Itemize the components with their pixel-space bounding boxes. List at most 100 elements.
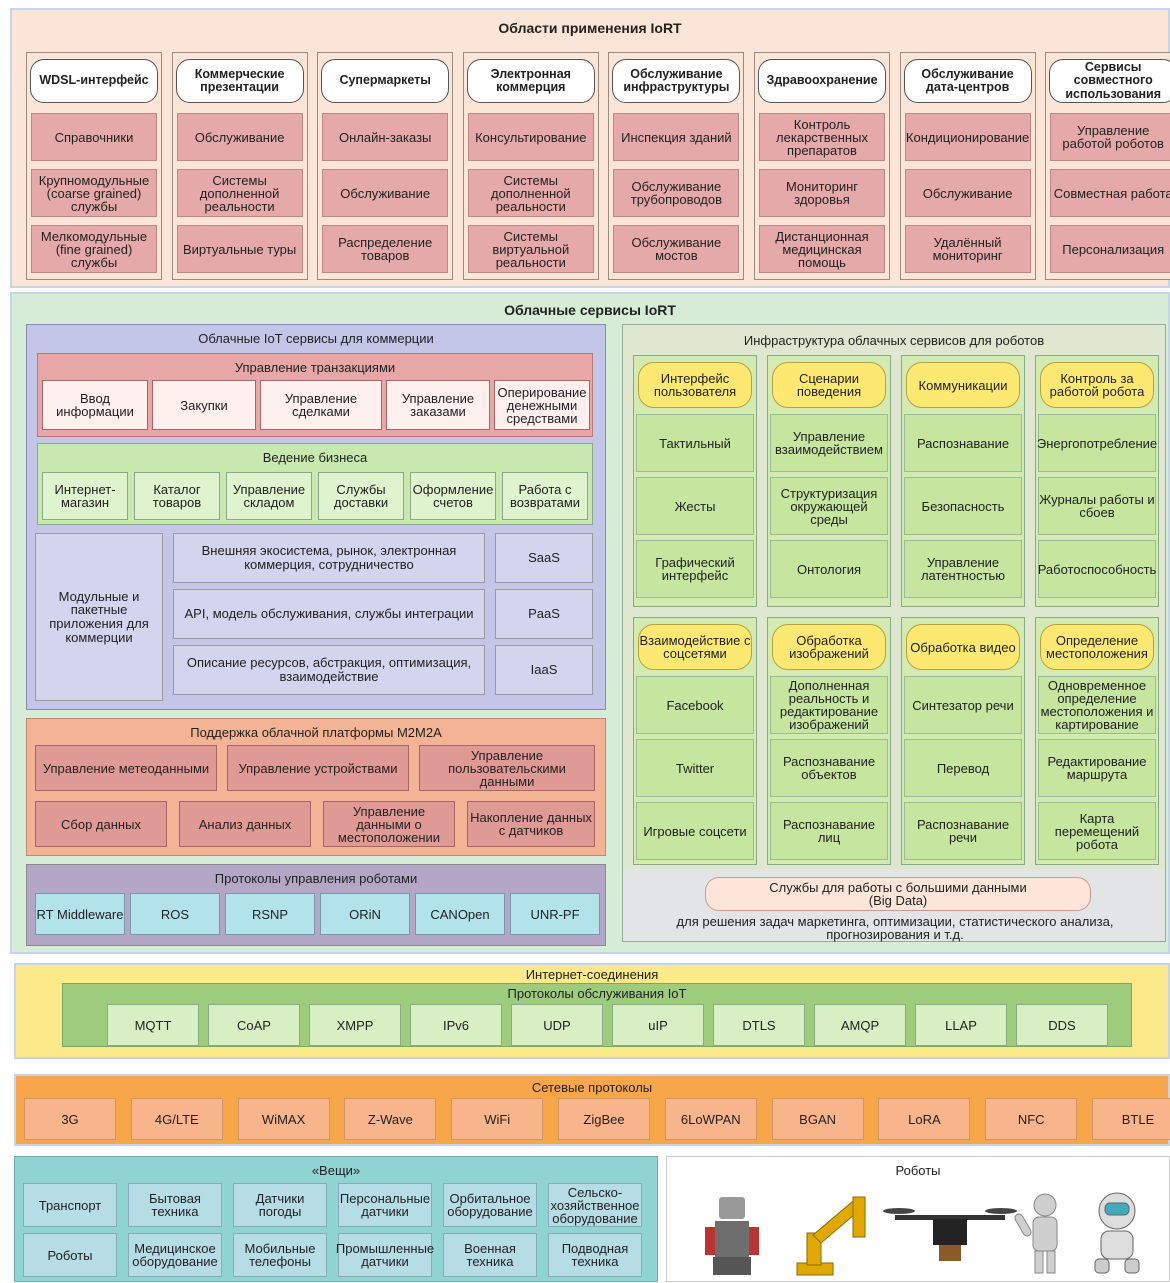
network-protocol-item: 3G: [24, 1098, 116, 1140]
thing-item: Транспорт: [23, 1183, 117, 1227]
application-item: Системы дополненной реальности: [176, 169, 303, 217]
things-title: «Вещи»: [311, 1163, 361, 1178]
service-robot-icon: [705, 1197, 759, 1275]
network-protocol-item: WiMAX: [237, 1098, 330, 1140]
robot-service-title: Коммуникации: [906, 362, 1020, 408]
robot-protocols-panel: Протоколы управления роботами RT Middlew…: [26, 864, 606, 946]
m2m2a-item: Сбор данных: [35, 801, 167, 847]
robot-protocol-item: CANOpen: [415, 893, 505, 935]
internet-title: Интернет-соединения: [525, 967, 659, 982]
application-item: Обслуживание: [176, 113, 303, 161]
cloud-services-title: Облачные сервисы IoRT: [504, 302, 676, 318]
application-item: Консультирование: [467, 113, 594, 161]
robot-protocol-item: RT Middleware: [35, 893, 125, 935]
robot-service-item: Управление латентностью: [904, 540, 1022, 598]
m2m2a-item: Управление устройствами: [227, 745, 409, 791]
robot-service-item: Распознавание объектов: [770, 739, 888, 797]
robot-service-item: Работоспособность: [1038, 540, 1156, 598]
m2m2a-item: Управление пользовательскими данными: [419, 745, 595, 791]
bigdata-description: для решения задач маркетинга, оптимизаци…: [676, 914, 1114, 942]
robot-service-item: Синтезатор речи: [904, 676, 1022, 734]
service-layer-tag: SaaS: [495, 533, 593, 583]
robot-infrastructure-title: Инфраструктура облачных сервисов для роб…: [743, 333, 1045, 348]
application-title: Супермаркеты: [321, 59, 450, 103]
m2m2a-item: Управление данными о местоположении: [323, 801, 455, 847]
robot-service-item: Управление взаимодействием: [770, 414, 888, 472]
application-title: Обслуживание инфраструктуры: [612, 59, 741, 103]
application-title: Коммерческие презентации: [175, 59, 304, 103]
robot-protocol-item: RSNP: [225, 893, 315, 935]
robot-service-title: Сценарии поведения: [772, 362, 886, 408]
robot-service-item: Twitter: [636, 739, 754, 797]
robot-service-title: Контроль за работой робота: [1040, 362, 1154, 408]
m2m2a-item: Анализ данных: [179, 801, 311, 847]
robot-service-item: Игровые соцсети: [636, 802, 754, 860]
application-item: Обслуживание: [904, 169, 1031, 217]
iot-protocol-item: IPv6: [410, 1004, 502, 1046]
business-title: Ведение бизнеса: [262, 450, 368, 465]
internet-section: Интернет-соединения Протоколы обслуживан…: [14, 963, 1170, 1059]
transaction-item: Ввод информации: [42, 380, 148, 430]
service-layer-tag: IaaS: [495, 645, 593, 695]
transaction-item: Управление сделками: [260, 380, 382, 430]
robot-service-title: Интерфейс пользователя: [638, 362, 752, 408]
m2m2a-item: Накопление данных с датчиков: [467, 801, 595, 847]
applications-title: Области применения IoRT: [498, 20, 682, 36]
thing-item: Мобильные телефоны: [233, 1233, 327, 1277]
commerce-panel: Облачные IoT сервисы для коммерции Управ…: [26, 324, 606, 710]
application-title: Сервисы совместного использования: [1049, 59, 1170, 103]
application-item: Мониторинг здоровья: [759, 169, 885, 217]
network-protocol-item: WiFi: [451, 1098, 544, 1140]
network-protocol-item: LoRA: [878, 1098, 971, 1140]
service-layer-tag: PaaS: [495, 589, 593, 639]
robot-service-item: Распознавание лиц: [770, 802, 888, 860]
network-protocol-item: BGAN: [771, 1098, 864, 1140]
application-title: Электронная коммерция: [466, 59, 595, 103]
iot-protocol-item: uIP: [612, 1004, 704, 1046]
robot-service-item: Онтология: [770, 540, 888, 598]
iot-protocol-item: XMPP: [309, 1004, 401, 1046]
robot-service-item: Редактирование маршрута: [1038, 739, 1156, 797]
bigdata-box: Службы для работы с большими данными (Bi…: [705, 877, 1091, 911]
commerce-title: Облачные IoT сервисы для коммерции: [198, 331, 434, 346]
network-protocol-item: Z-Wave: [344, 1098, 437, 1140]
robot-service-item: Дополненная реальность и редактирование …: [770, 676, 888, 734]
thing-item: Военная техника: [443, 1233, 537, 1277]
thing-item: Датчики погоды: [233, 1183, 327, 1227]
application-item: Обслуживание мостов: [613, 225, 740, 273]
application-title: WDSL-интерфейс: [30, 59, 158, 103]
application-item: Крупномодульные (coarse grained) службы: [31, 169, 157, 217]
modular-apps-box: Модульные и пакетные приложения для комм…: [35, 533, 163, 701]
bigdata-label: Службы для работы с большими данными: [769, 880, 1027, 895]
robot-protocol-item: ROS: [130, 893, 220, 935]
application-item: Персонализация: [1050, 225, 1170, 273]
robot-service-item: Безопасность: [904, 477, 1022, 535]
application-item: Онлайн-заказы: [322, 113, 449, 161]
robot-service-item: Жесты: [636, 477, 754, 535]
robots-section: Роботы: [666, 1156, 1170, 1282]
application-item: Контроль лекарственных препаратов: [759, 113, 885, 161]
robot-service-item: Графический интерфейс: [636, 540, 754, 598]
transaction-item: Оперирование денежными средствами: [494, 380, 590, 430]
robot-service-title: Определение местоположения: [1040, 624, 1154, 670]
business-item: Службы доставки: [318, 472, 404, 520]
m2m2a-item: Управление метеоданными: [35, 745, 217, 791]
application-item: Справочники: [31, 113, 157, 161]
network-title: Сетевые протоколы: [531, 1080, 653, 1095]
drone-icon: [883, 1208, 1017, 1261]
robot-protocols-title: Протоколы управления роботами: [214, 871, 418, 886]
application-item: Инспекция зданий: [613, 113, 740, 161]
robot-protocol-item: UNR-PF: [510, 893, 600, 935]
